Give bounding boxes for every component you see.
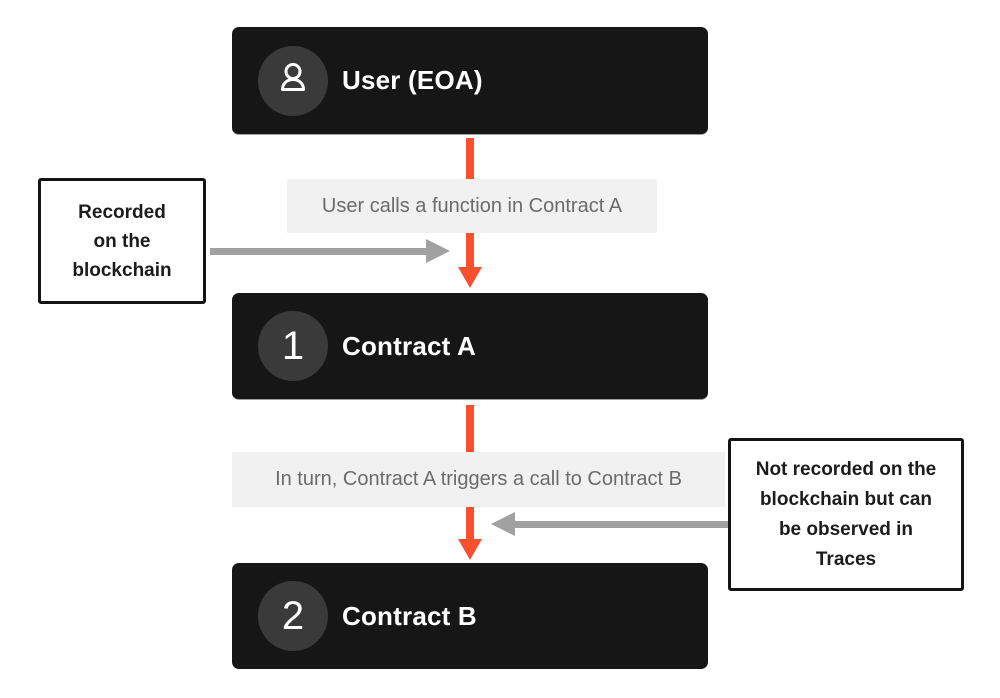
node-title-user-eoa: User (EOA) bbox=[342, 65, 483, 95]
annotation-arrow-left-head bbox=[426, 239, 450, 263]
annotation-line: on the bbox=[93, 230, 151, 252]
flow-label-internal-call: In turn, Contract A triggers a call to C… bbox=[232, 452, 725, 507]
annotation-not-recorded-traces: Not recorded on the blockchain but can b… bbox=[728, 438, 964, 591]
annotation-line: Not recorded on the bbox=[755, 458, 937, 480]
annotation-line: Traces bbox=[815, 548, 877, 570]
node-title-contract-b: Contract B bbox=[342, 600, 477, 631]
step-1-badge: 1 bbox=[258, 311, 328, 381]
flow-label-user-call: User calls a function in Contract A bbox=[287, 179, 657, 233]
arrow-contract-a-to-contract-b-head bbox=[458, 539, 482, 560]
annotation-line: be observed in bbox=[778, 518, 914, 540]
step-2-number: 2 bbox=[281, 594, 305, 638]
annotation-line: blockchain bbox=[72, 259, 172, 281]
node-user-eoa: User (EOA) bbox=[232, 27, 708, 135]
annotation-recorded-on-chain: Recorded on the blockchain bbox=[38, 178, 206, 304]
step-2-badge: 2 bbox=[258, 581, 328, 651]
annotation-line: Recorded bbox=[78, 201, 166, 223]
annotation-arrow-right-shaft bbox=[515, 521, 728, 528]
annotation-arrow-left-shaft bbox=[210, 248, 426, 255]
user-icon bbox=[273, 58, 313, 103]
node-contract-b: 2 Contract B bbox=[232, 563, 708, 669]
arrow-user-to-contract-a-head bbox=[458, 267, 482, 288]
user-badge bbox=[258, 45, 328, 116]
step-1-number: 1 bbox=[281, 324, 305, 368]
node-title-contract-a: Contract A bbox=[342, 330, 476, 361]
annotation-arrow-right-head bbox=[491, 512, 515, 536]
annotation-line: blockchain but can bbox=[759, 488, 933, 510]
node-contract-a: 1 Contract A bbox=[232, 293, 708, 400]
